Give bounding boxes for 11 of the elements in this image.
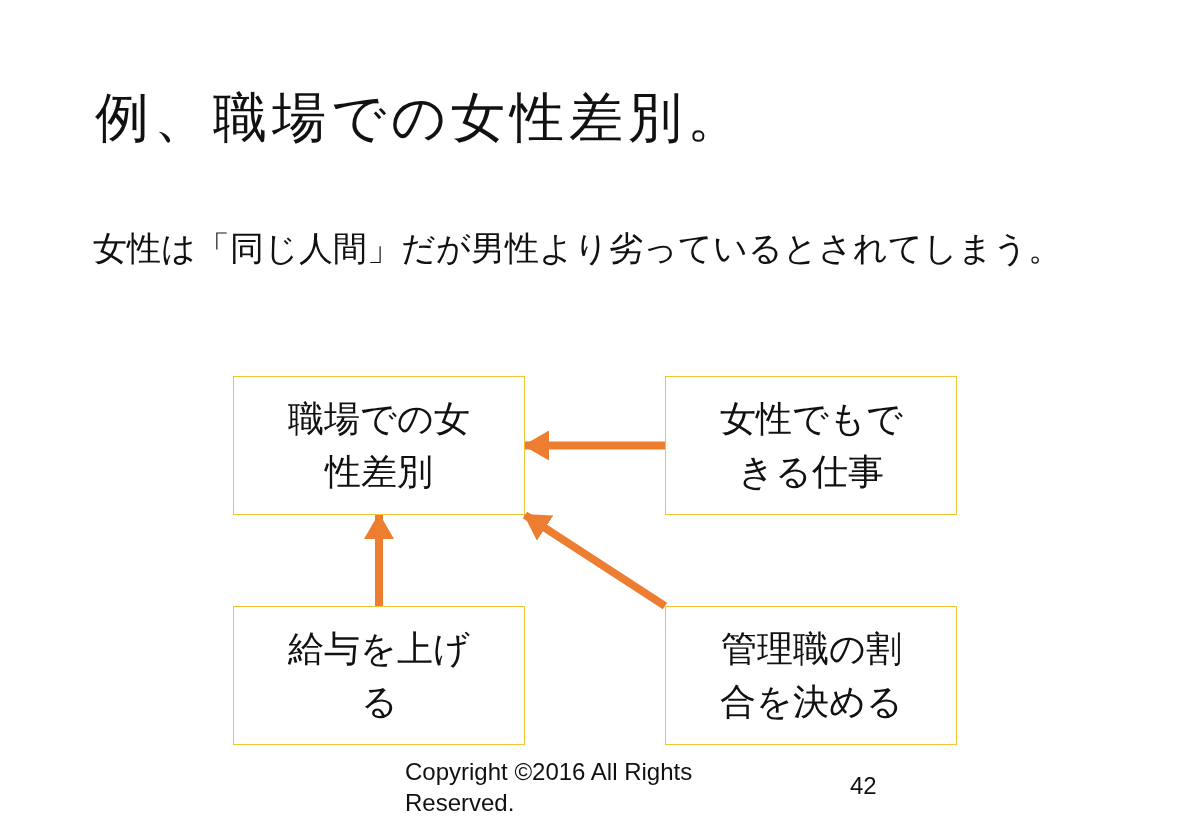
text-box: 給与を上げる	[233, 606, 525, 745]
subtitle-text: 女性は「同じ人間」だが男性より劣っているとされてしまう。	[93, 227, 1063, 270]
text-box: 女性でもできる仕事	[665, 376, 957, 515]
slide-title: 例、職場での女性差別。	[95, 85, 747, 151]
copyright-text: Copyright ©2016 All Rights Reserved.	[405, 757, 694, 819]
text-box: 職場での女性差別	[233, 376, 525, 515]
page-number: 42	[850, 772, 878, 800]
arrow	[522, 511, 668, 610]
arrow	[523, 430, 665, 461]
arrow	[364, 513, 394, 606]
text-box: 管理職の割合を決める	[665, 606, 957, 745]
